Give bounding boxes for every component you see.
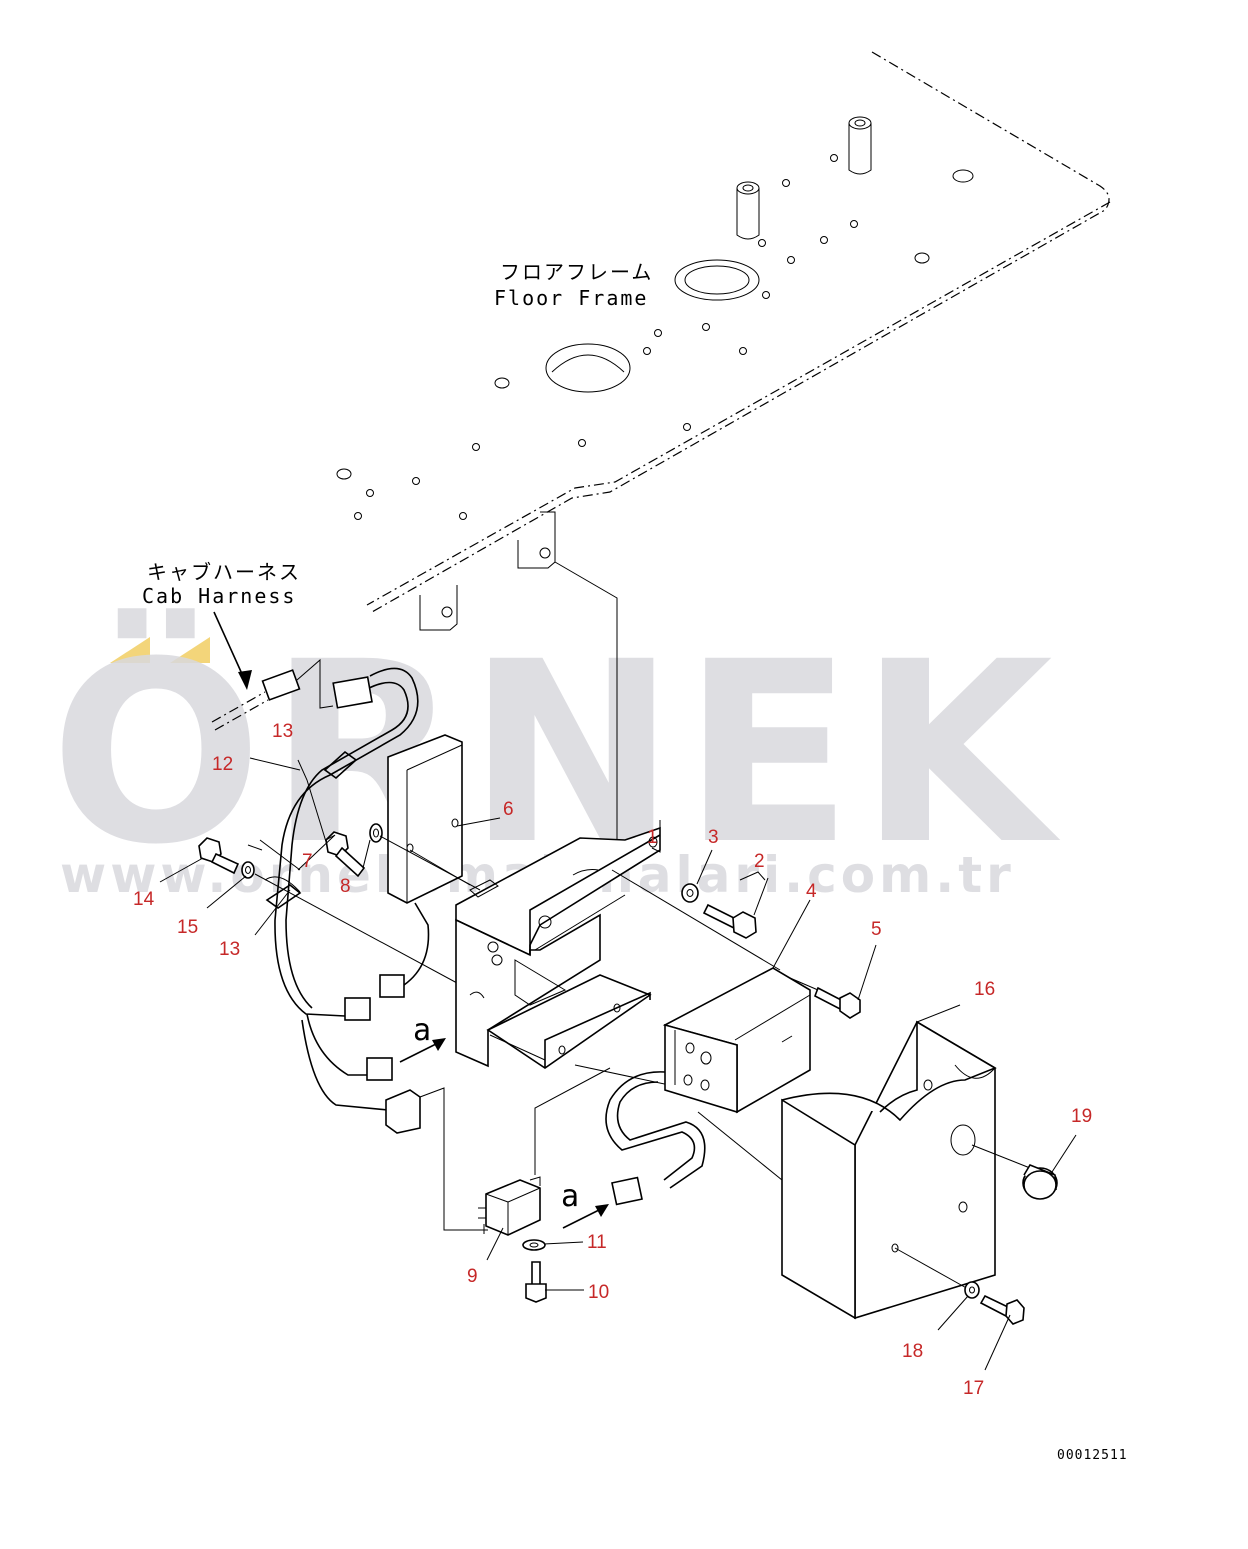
callout-6: 6: [503, 799, 514, 820]
svg-text:a: a: [561, 1179, 579, 1214]
drawing-code: 00012511: [1057, 1448, 1128, 1463]
callout-17: 17: [963, 1378, 984, 1399]
floor-frame-label-en: Floor Frame: [494, 286, 648, 310]
bolt-2: [702, 903, 757, 939]
bolt-5: [814, 986, 861, 1019]
part-buzzer-9: [478, 1067, 611, 1236]
callout-5: 5: [871, 919, 882, 940]
washer-3: [681, 883, 699, 903]
wire-harness: [211, 658, 488, 1231]
cab-harness-arrowhead: [238, 670, 252, 690]
bolt-17: [979, 1294, 1025, 1325]
cab-harness: キャブハーネス Cab Harness: [142, 560, 301, 690]
part-controller-6: [387, 734, 471, 904]
svg-text:a: a: [413, 1013, 431, 1048]
callout-10: 10: [588, 1282, 609, 1303]
callout-numbers: 1 2 3 4 5 6 7 8 9 10 11 12 13 13 14 15 1…: [133, 721, 1092, 1399]
callout-11: 11: [587, 1232, 607, 1253]
bolt-7-axis: [379, 835, 481, 891]
bolt-2-axis: [611, 869, 781, 971]
callout-3: 3: [708, 827, 719, 848]
callout-16: 16: [974, 979, 995, 1000]
part-cover-16: [697, 1020, 1031, 1320]
bolt-14: [198, 837, 240, 875]
clamp-13-top: [323, 750, 358, 780]
washer-8: [369, 823, 383, 843]
watermark-umlaut-right: [170, 637, 210, 663]
clamp-13-lower: [265, 884, 302, 909]
callout-19: 19: [1071, 1106, 1092, 1127]
relay-wire: [605, 1071, 706, 1206]
washer-15: [241, 861, 255, 879]
callout-2: 2: [754, 851, 765, 872]
callout-leaders: [159, 757, 1077, 1371]
bolt-10: [525, 1261, 547, 1303]
callout-13-top: 13: [272, 721, 293, 742]
callout-9: 9: [467, 1266, 478, 1287]
callout-14: 14: [133, 889, 155, 910]
floor-frame: フロアフレーム Floor Frame: [336, 51, 1111, 631]
arrow-a-upper: a: [399, 1013, 446, 1063]
floor-frame-label-jp: フロアフレーム: [500, 260, 653, 284]
callout-15: 15: [177, 917, 198, 938]
cab-harness-label-jp: キャブハーネス: [147, 560, 301, 584]
washer-18: [964, 1281, 980, 1299]
watermark-umlaut-left: [110, 637, 150, 663]
callout-8: 8: [340, 876, 351, 897]
bolt-14-axis: [254, 873, 471, 991]
callout-18: 18: [902, 1341, 923, 1362]
arrow-a-lower: a: [561, 1179, 609, 1229]
part-bracket-1: [455, 826, 741, 1101]
cab-harness-label-en: Cab Harness: [142, 584, 296, 608]
callout-7: 7: [302, 851, 313, 872]
callout-12: 12: [212, 754, 233, 775]
plug-19: [1022, 1164, 1058, 1200]
washer-11: [522, 1239, 546, 1251]
part-relay-4: [662, 967, 811, 1114]
callout-1: 1: [647, 827, 658, 848]
bolt-5-axis: [789, 977, 819, 991]
mount-leader: [554, 561, 618, 848]
callout-13-lower: 13: [219, 939, 240, 960]
callout-4: 4: [806, 881, 817, 902]
